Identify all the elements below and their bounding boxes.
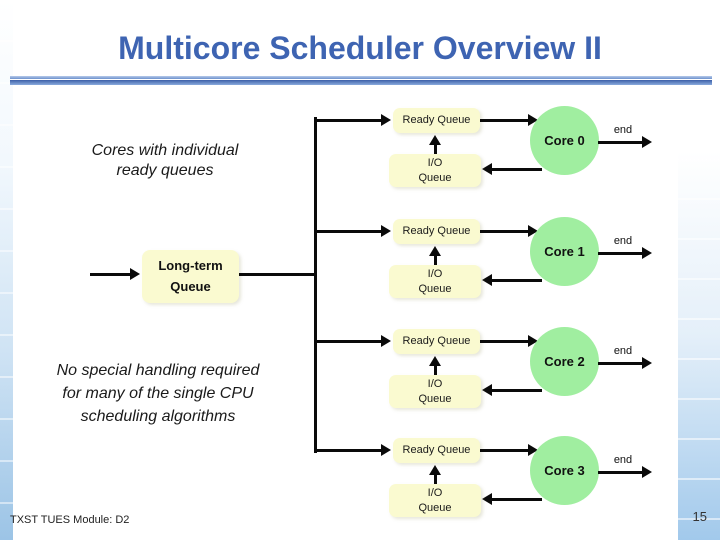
core-circle: Core 2: [530, 327, 599, 396]
end-line: [598, 141, 642, 144]
core-to-io-line: [492, 168, 542, 171]
dispatch-trunk-line: [314, 117, 317, 453]
end-line: [598, 252, 642, 255]
dispatch-branch-line: [315, 449, 381, 452]
io-to-ready-line: [434, 144, 437, 154]
core-to-io-line: [492, 498, 542, 501]
background-gradient-left: [0, 0, 13, 540]
dispatch-branch-arrowhead-icon: [381, 335, 391, 347]
io-to-ready-arrowhead-icon: [429, 246, 441, 256]
end-arrowhead-icon: [642, 466, 652, 478]
core-circle: Core 1: [530, 217, 599, 286]
ready-to-core-line: [480, 119, 528, 122]
end-arrowhead-icon: [642, 136, 652, 148]
io-to-ready-line: [434, 365, 437, 375]
title-rule: [10, 76, 712, 85]
long-term-output-line: [239, 273, 316, 276]
ready-to-core-line: [480, 449, 528, 452]
ready-queue-box: Ready Queue: [393, 438, 480, 463]
slide-title: Multicore Scheduler Overview II: [118, 30, 602, 66]
ready-to-core-arrowhead-icon: [528, 444, 538, 456]
end-line: [598, 362, 642, 365]
ready-to-core-arrowhead-icon: [528, 114, 538, 126]
core-to-io-arrowhead-icon: [482, 274, 492, 286]
io-to-ready-arrowhead-icon: [429, 356, 441, 366]
end-line: [598, 471, 642, 474]
scheduler-row: Ready Queue Core 3 I/O Queue end: [0, 436, 720, 540]
long-term-entry-arrowhead-icon: [130, 268, 140, 280]
dispatch-branch-line: [315, 119, 381, 122]
io-to-ready-line: [434, 255, 437, 265]
title-rule-thick-line: [10, 80, 712, 85]
io-queue-box: I/O Queue: [389, 265, 481, 298]
footer-module-label: TXST TUES Module: D2: [10, 514, 130, 526]
io-to-ready-arrowhead-icon: [429, 465, 441, 475]
end-label: end: [613, 454, 633, 466]
io-to-ready-arrowhead-icon: [429, 135, 441, 145]
scheduler-row: Ready Queue Core 1 I/O Queue end: [0, 217, 720, 329]
note-no-special-handling: No special handling required for many of…: [56, 362, 260, 426]
core-circle: Core 0: [530, 106, 599, 175]
end-arrowhead-icon: [642, 357, 652, 369]
background-gradient-right: [678, 0, 720, 540]
scheduler-row: Ready Queue Core 2 I/O Queue end: [0, 327, 720, 439]
end-arrowhead-icon: [642, 247, 652, 259]
core-to-io-line: [492, 279, 542, 282]
end-label: end: [613, 345, 633, 357]
end-label: end: [613, 124, 633, 136]
io-queue-box: I/O Queue: [389, 375, 481, 408]
dispatch-branch-arrowhead-icon: [381, 444, 391, 456]
ready-to-core-line: [480, 230, 528, 233]
io-to-ready-line: [434, 474, 437, 484]
long-term-queue-box: Long-term Queue: [142, 250, 239, 303]
ready-queue-box: Ready Queue: [393, 108, 480, 133]
ready-queue-box: Ready Queue: [393, 219, 480, 244]
core-to-io-arrowhead-icon: [482, 493, 492, 505]
dispatch-branch-arrowhead-icon: [381, 225, 391, 237]
io-queue-box: I/O Queue: [389, 154, 481, 187]
dispatch-branch-arrowhead-icon: [381, 114, 391, 126]
ready-queue-box: Ready Queue: [393, 329, 480, 354]
note-cores-with-individual-queues: Cores with individual ready queues: [91, 142, 239, 179]
core-to-io-arrowhead-icon: [482, 384, 492, 396]
title-rule-gap: [10, 79, 712, 80]
dispatch-branch-line: [315, 340, 381, 343]
core-to-io-arrowhead-icon: [482, 163, 492, 175]
end-label: end: [613, 235, 633, 247]
ready-to-core-arrowhead-icon: [528, 225, 538, 237]
core-circle: Core 3: [530, 436, 599, 505]
ready-to-core-line: [480, 340, 528, 343]
page-number: 15: [692, 509, 707, 524]
io-queue-box: I/O Queue: [389, 484, 481, 517]
long-term-entry-line: [90, 273, 130, 276]
ready-to-core-arrowhead-icon: [528, 335, 538, 347]
core-to-io-line: [492, 389, 542, 392]
scheduler-row: Ready Queue Core 0 I/O Queue end: [0, 106, 720, 218]
title-rule-thin-line: [10, 76, 712, 79]
dispatch-branch-line: [315, 230, 381, 233]
